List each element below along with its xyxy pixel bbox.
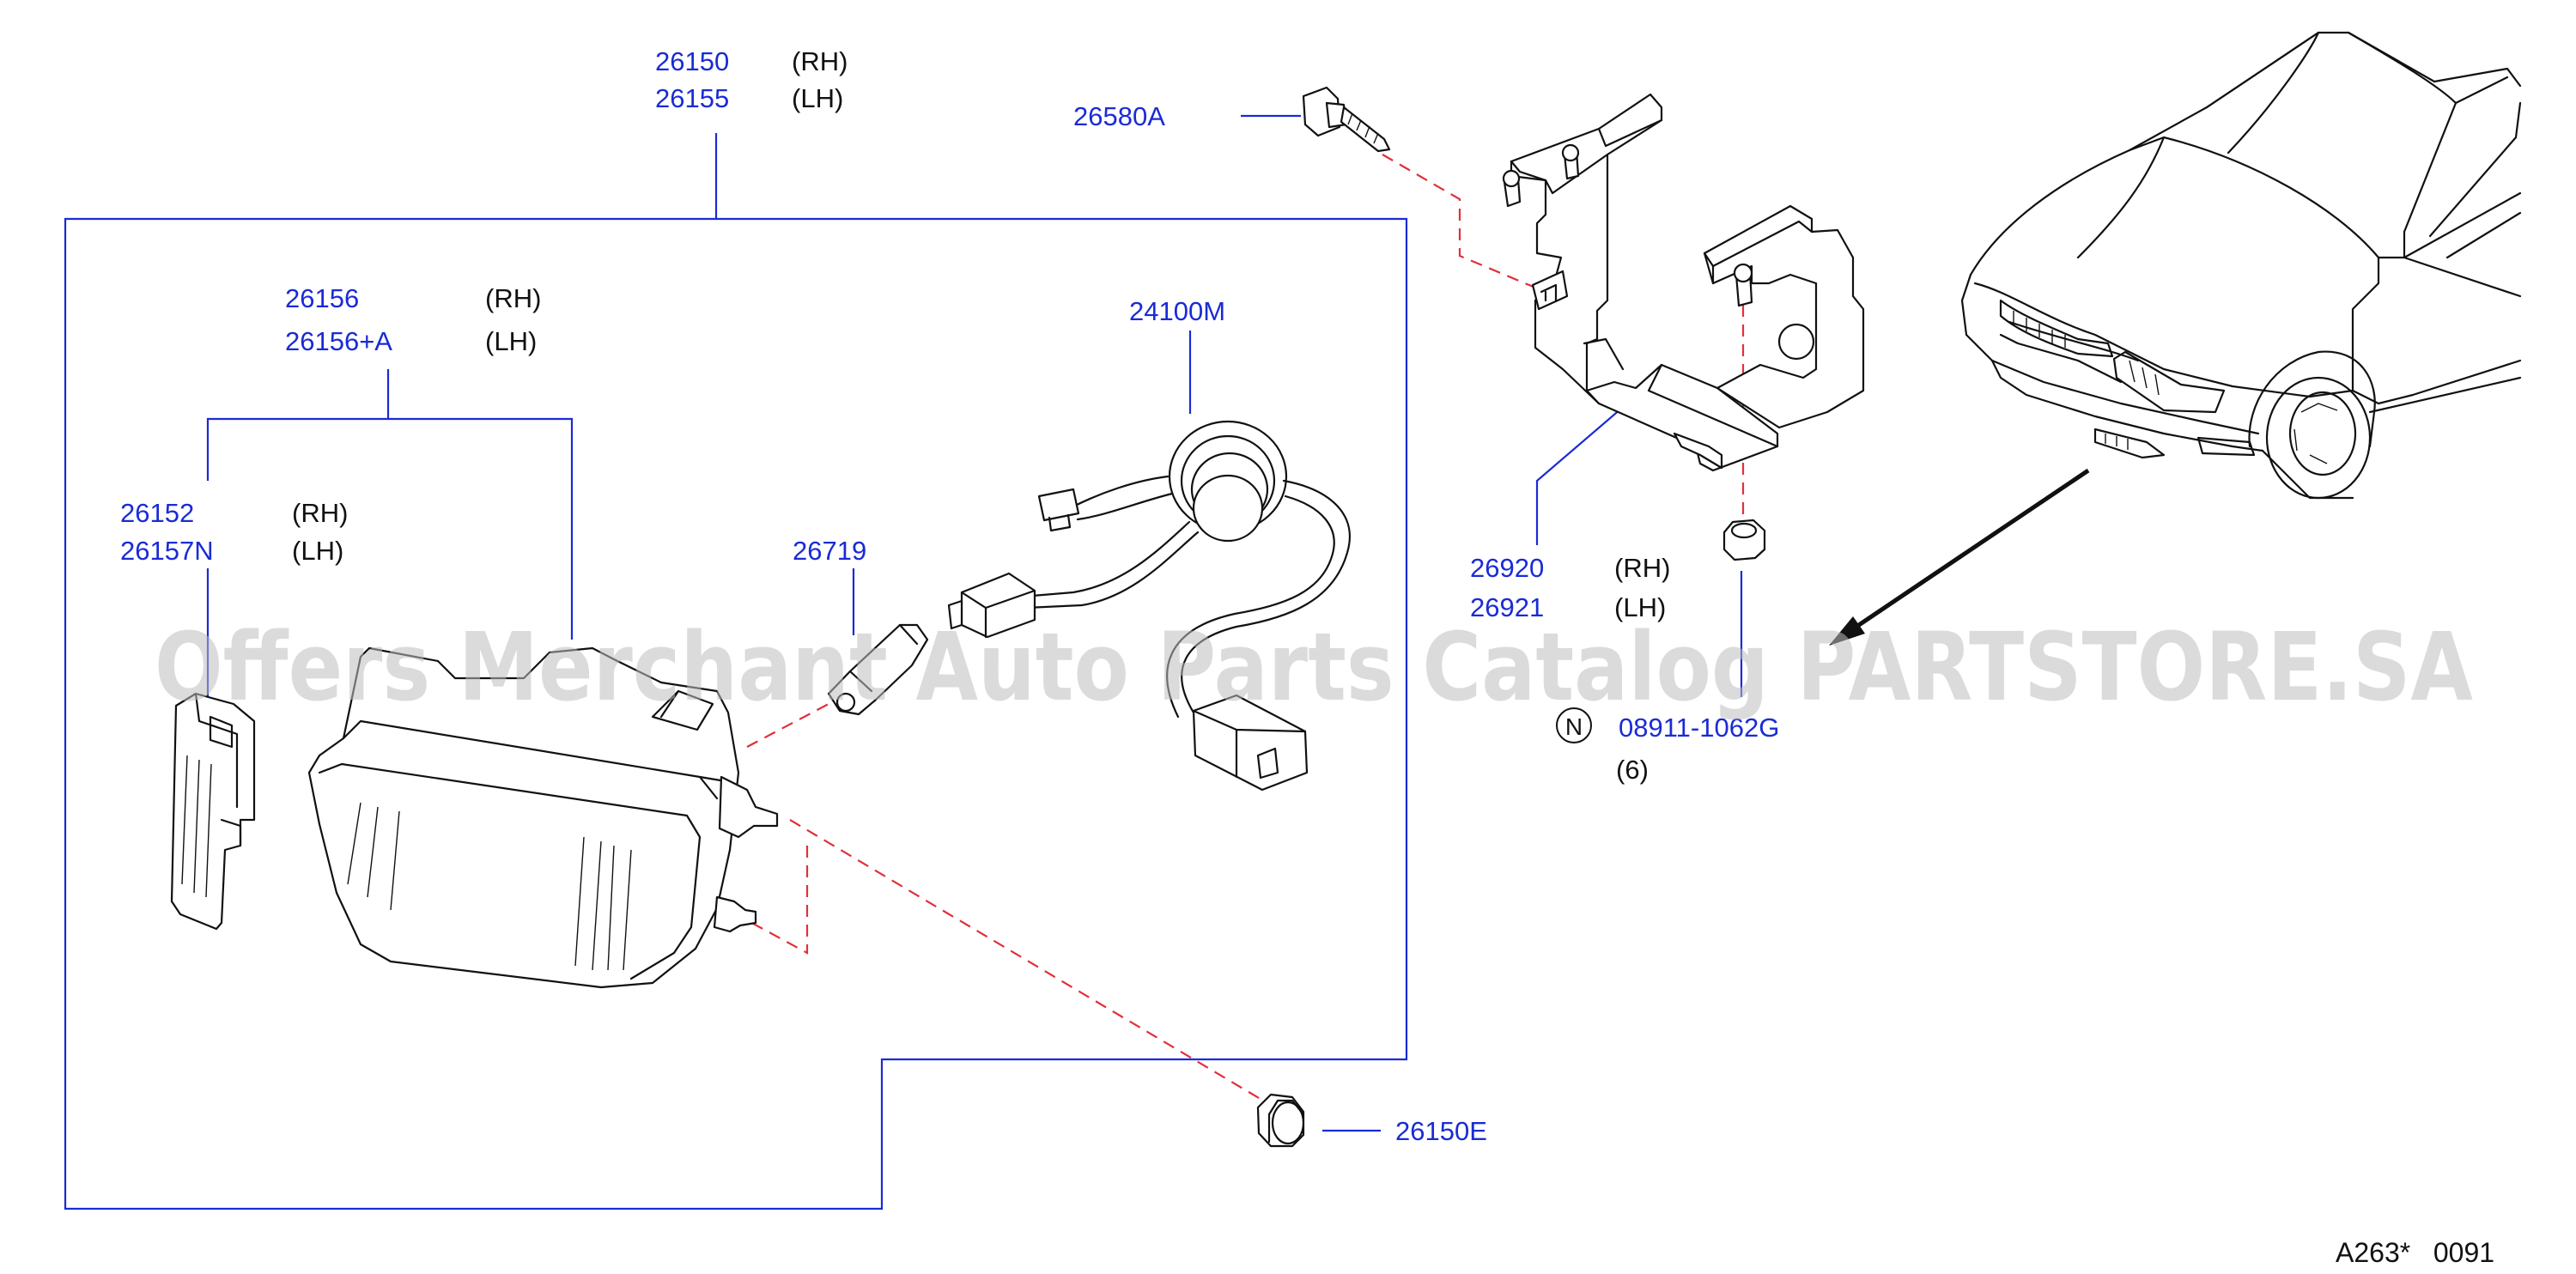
watermark: Offers Merchant Auto Parts Catalog PARTS… xyxy=(155,612,2473,722)
bolt-number[interactable]: 26580A xyxy=(1073,101,1165,131)
bezel-lh-label: (LH) xyxy=(292,536,343,566)
callout-bracket: 26920 26921 (RH) (LH) xyxy=(1470,553,1670,622)
headlamp-assy-rh-number[interactable]: 26150 xyxy=(655,46,729,76)
lens-leader xyxy=(206,417,574,640)
bracket-lh-label: (LH) xyxy=(1614,592,1666,622)
nut-symbol-circle xyxy=(1556,707,1592,743)
location-arrow-line xyxy=(1844,468,2090,636)
vehicle-illustration xyxy=(1960,31,2522,500)
bracket-leader xyxy=(1535,403,1628,545)
grommet-part xyxy=(1256,1093,1305,1148)
bulb-number[interactable]: 26719 xyxy=(793,536,866,566)
callout-bezel: 26152 26157N (RH) (LH) xyxy=(120,498,348,566)
bulb-part xyxy=(827,623,929,716)
bulb-assembly-line xyxy=(746,703,829,748)
nut-quantity: (6) xyxy=(1616,755,1649,785)
assembly-boundary xyxy=(64,217,1408,1210)
callout-nut: N 08911-1062G (6) xyxy=(1565,713,1779,785)
grommet-number[interactable]: 26150E xyxy=(1395,1116,1487,1146)
nut-number[interactable]: 08911-1062G xyxy=(1619,713,1779,743)
mount-assembly-line xyxy=(746,846,809,955)
bezel-part xyxy=(170,692,256,931)
callout-lens: 26156 26156+A (RH) (LH) xyxy=(285,283,541,356)
bolt-part xyxy=(1302,86,1391,153)
callout-headlamp-assy: 26150 26155 (RH) (LH) xyxy=(655,46,848,113)
headlamp-assy-lh-number[interactable]: 26155 xyxy=(655,83,729,113)
bracket-lh-number[interactable]: 26921 xyxy=(1470,592,1544,622)
figure-reference: A263* 0091 xyxy=(2336,1237,2494,1268)
headlamp-assy-lh-label: (LH) xyxy=(792,83,843,113)
bolt-assembly-line xyxy=(1382,154,1542,292)
bezel-rh-number[interactable]: 26152 xyxy=(120,498,194,528)
headlamp-part xyxy=(307,646,779,989)
nut-symbol: N xyxy=(1565,713,1583,740)
bracket-rh-number[interactable]: 26920 xyxy=(1470,553,1544,583)
location-arrow-head xyxy=(1829,616,1865,646)
lens-rh-number[interactable]: 26156 xyxy=(285,283,359,313)
harness-number[interactable]: 24100M xyxy=(1129,296,1225,326)
bracket-rh-label: (RH) xyxy=(1614,553,1670,583)
bracket-part xyxy=(1502,93,1865,472)
lens-lh-number[interactable]: 26156+A xyxy=(285,326,392,356)
headlamp-assy-rh-label: (RH) xyxy=(792,46,848,76)
bezel-rh-label: (RH) xyxy=(292,498,348,528)
grommet-assembly-line xyxy=(789,819,1279,1110)
lens-rh-label: (RH) xyxy=(485,283,541,313)
nut-part xyxy=(1722,519,1766,561)
lens-lh-label: (LH) xyxy=(485,326,537,356)
bezel-lh-number[interactable]: 26157N xyxy=(120,536,214,566)
harness-part xyxy=(947,420,1351,792)
